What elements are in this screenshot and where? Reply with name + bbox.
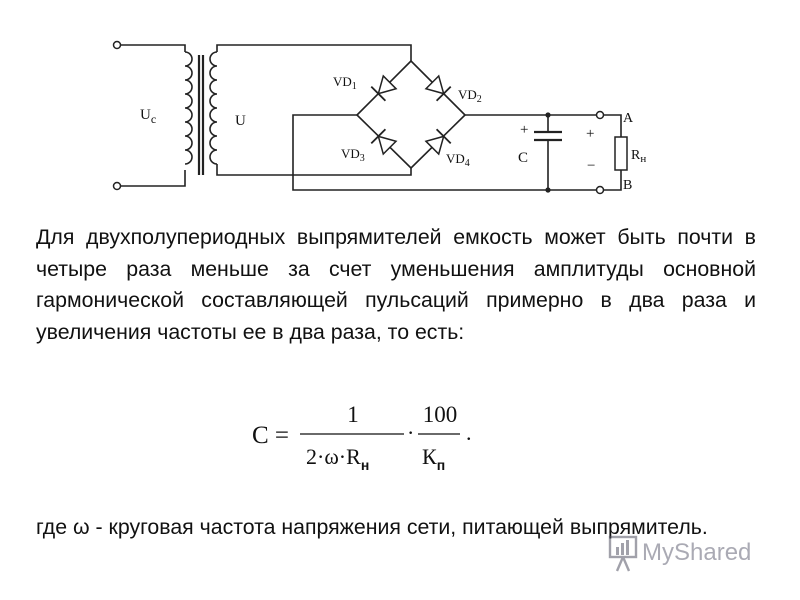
secondary-coil (209, 51, 218, 165)
label-vd2: VD2 (458, 87, 482, 105)
label-vd1: VD1 (333, 74, 357, 92)
formula-multiply-dot: · (407, 420, 414, 445)
formula-numerator-1: 1 (347, 402, 359, 427)
output-terminal-b (595, 185, 605, 195)
label-u: U (235, 113, 246, 129)
formula-denominator-1: 2·ω·Rн (306, 444, 369, 473)
label-rn: Rн (631, 148, 646, 165)
label-a: A (623, 111, 634, 126)
input-terminal-top (112, 40, 122, 50)
diode-vd2 (424, 74, 452, 102)
transformer-core (197, 55, 205, 175)
formula-denominator-2: Кп (422, 444, 445, 473)
formula-lhs: C = (252, 422, 289, 449)
watermark-text: MyShared (642, 539, 751, 566)
omega-note: где ω - круговая частота напряжения сети… (36, 515, 708, 539)
diode-vd1 (370, 74, 398, 102)
presentation-board-icon (608, 535, 638, 572)
label-out-minus: − (587, 158, 595, 174)
diode-vd3 (370, 128, 398, 156)
junction-dot (545, 187, 551, 193)
load-resistor (604, 114, 628, 191)
label-uc: Uc (140, 107, 156, 126)
body-paragraph: Для двухполупериодных выпрямителей емкос… (36, 225, 756, 344)
primary-coil (184, 51, 193, 165)
output-terminal-a (595, 110, 605, 120)
primary-winding-wires (121, 44, 186, 187)
secondary-wires (216, 44, 412, 176)
label-cap-plus: + (520, 122, 528, 138)
label-out-plus: + (586, 126, 594, 142)
capacitance-formula: C = 1 2·ω·Rн · 100 Кп . (252, 402, 472, 473)
junction-dot (545, 112, 551, 118)
watermark-logo: MyShared (608, 535, 751, 572)
label-cap: C (518, 150, 528, 166)
formula-end-period: . (466, 420, 472, 445)
formula-numerator-2: 100 (423, 402, 458, 427)
label-b: B (623, 178, 632, 193)
diode-vd4 (424, 128, 452, 156)
input-terminal-bottom (112, 181, 122, 191)
label-vd3: VD3 (341, 146, 365, 164)
label-vd4: VD4 (446, 151, 470, 169)
rectifier-circuit-diagram: Uc U VD1 VD2 VD3 VD4 + C + − Rн A B (112, 40, 646, 195)
capacitor (534, 115, 562, 190)
